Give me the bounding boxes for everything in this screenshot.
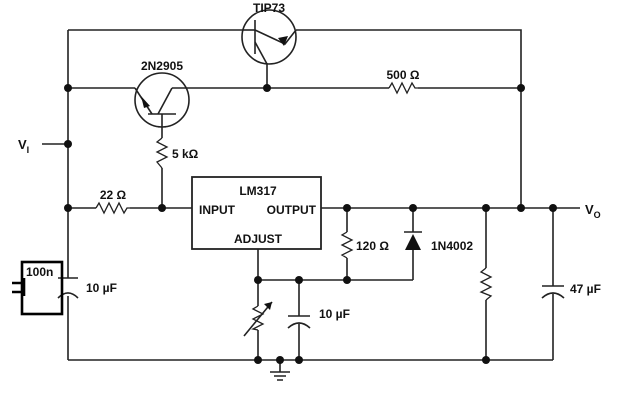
lm317-adjust-label: ADJUST xyxy=(234,232,283,246)
resistor-22-ohm xyxy=(95,201,130,215)
wires xyxy=(42,29,580,372)
resistor-500-ohm xyxy=(388,81,418,95)
r500-label: 500 Ω xyxy=(387,68,420,82)
resistor-120-ohm xyxy=(340,231,354,259)
diode-1n4002 xyxy=(404,231,422,250)
c100n-label: 100n xyxy=(26,265,53,279)
lm317-output-label: OUTPUT xyxy=(267,203,317,217)
lm317-input-label: INPUT xyxy=(199,203,236,217)
c10uf-adjust-label: 10 µF xyxy=(319,307,350,321)
capacitor-100n xyxy=(12,260,64,316)
potentiometer xyxy=(243,301,273,337)
c10uf-input-label: 10 µF xyxy=(86,281,117,295)
lm317-regulator xyxy=(191,176,322,250)
r120-label: 120 Ω xyxy=(356,239,389,253)
ground-symbol xyxy=(270,371,290,381)
capacitor-10uf-adjust xyxy=(287,315,311,329)
transistor-2n2905 xyxy=(134,72,190,128)
transistor-tip73 xyxy=(241,9,297,65)
r22-label: 22 Ω xyxy=(100,188,127,202)
vout-label: VO xyxy=(585,202,601,220)
r5k-label: 5 kΩ xyxy=(172,147,199,161)
resistor-5k xyxy=(155,137,169,169)
lm317-name: LM317 xyxy=(239,184,277,198)
capacitor-47uf xyxy=(541,285,565,299)
resistor-load xyxy=(479,267,493,301)
tip73-label: TIP73 xyxy=(253,1,285,15)
c47uf-label: 47 µF xyxy=(570,282,601,296)
1n4002-label: 1N4002 xyxy=(431,239,473,253)
junction-dots xyxy=(64,84,557,364)
2n2905-label: 2N2905 xyxy=(141,59,183,73)
vin-label: VI xyxy=(18,137,29,155)
